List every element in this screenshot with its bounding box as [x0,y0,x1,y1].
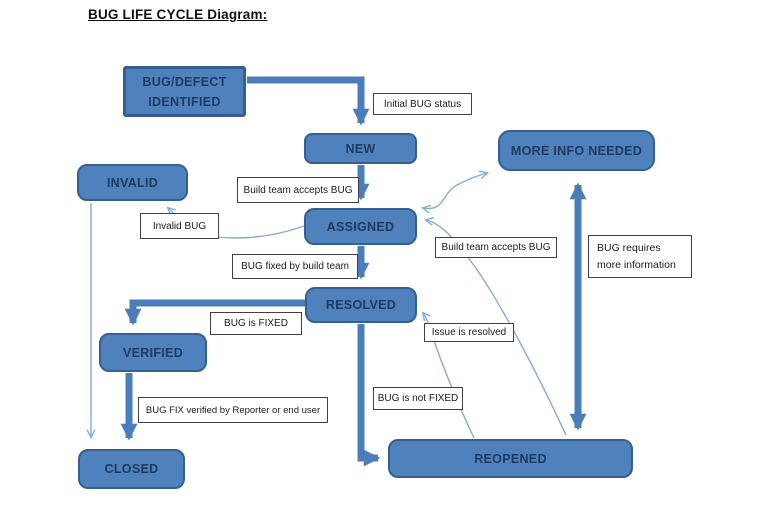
edge-label-bug-requires-more-information: BUG requires more information [588,235,692,278]
node-closed-label: CLOSED [104,462,159,476]
edge-label-bug-is-not-fixed: BUG is not FIXED [373,387,463,410]
edge-label-issue-is-resolved: Issue is resolved [424,323,514,342]
node-new-label: NEW [345,141,376,156]
edge-label-build-team-accepts-right: Build team accepts BUG [435,237,557,258]
edge-label-bug-requires-line2: more information [597,258,676,271]
page-title: BUG LIFE CYCLE Diagram: [88,7,268,22]
edge-label-bug-requires-line1: BUG requires [597,241,661,254]
node-bug-defect-line1: BUG/DEFECT [142,74,227,89]
node-assigned-label: ASSIGNED [326,219,395,234]
node-resolved: RESOLVED [305,287,417,323]
arrow-bugdefect-to-new [247,76,370,126]
node-more-info-label: MORE INFO NEEDED [510,143,643,158]
edge-label-bug-fixed-by-build-team: BUG fixed by build team [232,254,358,279]
node-bug-defect-line2: IDENTIFIED [148,94,221,109]
arrow-resolved-to-verified [124,299,306,326]
node-bug-defect-identified: BUG/DEFECT IDENTIFIED [123,66,246,117]
node-verified-label: VERIFIED [122,345,184,360]
node-resolved-label: RESOLVED [325,298,397,312]
arrow-reopened-to-assigned [423,216,567,436]
node-reopened-label: REOPENED [474,451,547,466]
node-invalid: INVALID [77,164,188,201]
node-more-info-needed: MORE INFO NEEDED [498,130,655,171]
edge-label-bug-fix-verified: BUG FIX verified by Reporter or end user [138,397,328,423]
node-invalid-label: INVALID [106,175,159,190]
arrow-resolved-to-reopened [357,324,381,467]
node-reopened: REOPENED [388,439,633,478]
edge-label-build-team-accepts-left: Build team accepts BUG [237,177,359,203]
node-new: NEW [304,133,417,164]
edge-label-bug-is-fixed: BUG is FIXED [210,312,302,335]
node-verified: VERIFIED [99,333,207,372]
node-assigned: ASSIGNED [304,208,417,245]
edge-label-invalid-bug: Invalid BUG [140,213,219,239]
node-closed: CLOSED [78,449,185,489]
edge-label-initial-bug-status: Initial BUG status [373,93,472,115]
arrow-assigned-moreinfo-double [420,170,489,214]
